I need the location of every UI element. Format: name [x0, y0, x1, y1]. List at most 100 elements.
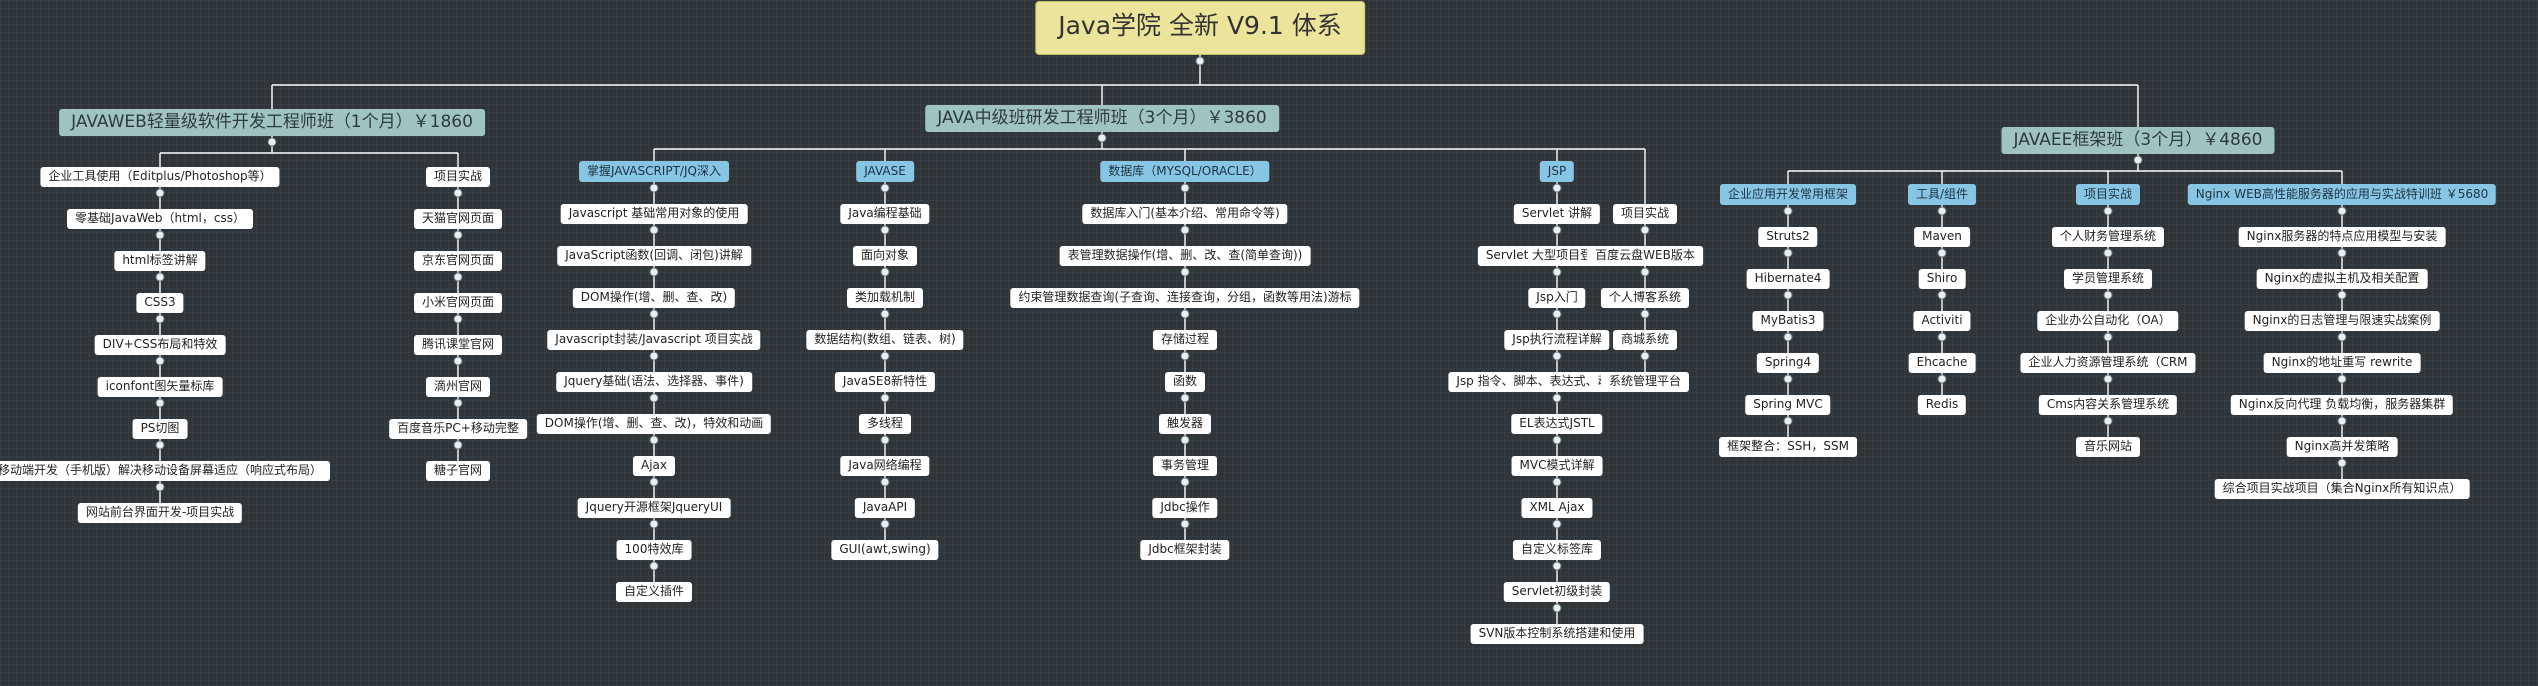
topic-item[interactable]: 系统管理平台 — [1600, 372, 1690, 392]
collapse-toggle — [1552, 393, 1562, 403]
topic-item[interactable]: Spring MVC — [1745, 395, 1831, 415]
topic-item[interactable]: Maven — [1914, 227, 1970, 247]
topic-item[interactable]: 学员管理系统 — [2063, 269, 2153, 289]
topic-item[interactable]: 框架整合：SSH，SSM — [1719, 437, 1857, 457]
topic-item[interactable]: 数据结构(数组、链表、树) — [806, 330, 964, 350]
topic-item[interactable]: 百度音乐PC+移动完整 — [389, 419, 527, 439]
module-topic[interactable]: 数据库（MYSQL/ORACLE） — [1100, 161, 1270, 182]
course-topic-3[interactable]: JAVAEE框架班（3个月）￥4860 — [2001, 127, 2275, 154]
topic-item[interactable]: Jsp执行流程详解 — [1504, 330, 1610, 350]
topic-item[interactable]: DIV+CSS布局和特效 — [94, 335, 226, 355]
topic-item[interactable]: iconfont图矢量标库 — [97, 377, 223, 397]
topic-item[interactable]: Nginx高并发策略 — [2286, 437, 2398, 457]
topic-item[interactable]: 京东官网页面 — [413, 251, 503, 271]
topic-item[interactable]: 个人财务管理系统 — [2051, 227, 2165, 247]
topic-item[interactable]: Nginx服务器的特点应用模型与安装 — [2238, 227, 2446, 247]
collapse-toggle — [2337, 332, 2347, 342]
topic-item[interactable]: Jsp入门 — [1528, 288, 1586, 308]
topic-item[interactable]: Struts2 — [1758, 227, 1818, 247]
topic-item[interactable]: PS切图 — [132, 419, 188, 439]
topic-item[interactable]: 数据库入门(基本介绍、常用命令等) — [1082, 204, 1288, 224]
topic-item[interactable]: Nginx的日志管理与限速实战案例 — [2244, 311, 2440, 331]
topic-item[interactable]: 企业办公自动化（OA） — [2037, 311, 2179, 331]
topic-item[interactable]: 存储过程 — [1152, 330, 1218, 350]
topic-item[interactable]: DOM操作(增、删、查、改)，特效和动画 — [536, 414, 772, 434]
topic-item[interactable]: 企业人力资源管理系统（CRM — [2020, 353, 2196, 373]
topic-item[interactable]: Java编程基础 — [840, 204, 930, 224]
course-topic-1[interactable]: JAVAWEB轻量级软件开发工程师班（1个月）￥1860 — [59, 109, 485, 136]
topic-item[interactable]: Redis — [1917, 395, 1967, 415]
topic-item[interactable]: Javascript 基础常用对象的使用 — [560, 204, 748, 224]
topic-item[interactable]: DOM操作(增、删、查、改) — [572, 288, 736, 308]
topic-item[interactable]: 类加载机制 — [846, 288, 924, 308]
topic-item[interactable]: 项目实战 — [425, 167, 491, 187]
topic-item[interactable]: 函数 — [1164, 372, 1206, 392]
topic-item[interactable]: html标签讲解 — [114, 251, 206, 271]
module-topic[interactable]: 掌握JAVASCRIPT/JQ深入 — [579, 161, 729, 182]
topic-item[interactable]: 个人博客系统 — [1600, 288, 1690, 308]
topic-item[interactable]: 糖子官网 — [425, 461, 491, 481]
topic-item[interactable]: 零基础JavaWeb（html，css） — [67, 209, 253, 229]
collapse-toggle — [1937, 248, 1947, 258]
topic-item[interactable]: 100特效库 — [616, 540, 692, 560]
topic-item[interactable]: Servlet初级封装 — [1503, 582, 1611, 602]
topic-item[interactable]: 滴州官网 — [425, 377, 491, 397]
topic-item[interactable]: 自定义标签库 — [1512, 540, 1602, 560]
module-topic[interactable]: 企业应用开发常用框架 — [1719, 184, 1857, 205]
topic-item[interactable]: Nginx的虚拟主机及相关配置 — [2256, 269, 2428, 289]
topic-item[interactable]: EL表达式JSTL — [1511, 414, 1603, 434]
module-topic[interactable]: 工具/组件 — [1907, 184, 1977, 205]
collapse-toggle — [1783, 290, 1793, 300]
topic-item[interactable]: Jdbc框架封装 — [1140, 540, 1230, 560]
topic-item[interactable]: Jquery开源框架JqueryUI — [577, 498, 731, 518]
topic-item[interactable]: JavaSE8新特性 — [834, 372, 936, 392]
topic-item[interactable]: 小米官网页面 — [413, 293, 503, 313]
topic-item[interactable]: 约束管理数据查询(子查询、连接查询，分组，函数等用法)游标 — [1010, 288, 1360, 308]
topic-item[interactable]: Activiti — [1913, 311, 1971, 331]
topic-item[interactable]: MyBatis3 — [1752, 311, 1824, 331]
topic-item[interactable]: Spring4 — [1756, 353, 1820, 373]
topic-item[interactable]: 商城系统 — [1612, 330, 1678, 350]
topic-item[interactable]: Servlet 讲解 — [1513, 204, 1601, 224]
topic-item[interactable]: 企业工具使用（Editplus/Photoshop等） — [40, 167, 280, 187]
topic-item[interactable]: Ehcache — [1908, 353, 1976, 373]
topic-item[interactable]: 表管理数据操作(增、删、改、查(简单查询)) — [1059, 246, 1311, 266]
topic-item[interactable]: 音乐网站 — [2075, 437, 2141, 457]
topic-item[interactable]: GUI(awt,swing) — [831, 540, 939, 560]
topic-item[interactable]: 自定义插件 — [615, 582, 693, 602]
topic-item[interactable]: Shiro — [1918, 269, 1966, 289]
topic-item[interactable]: Hibernate4 — [1746, 269, 1830, 289]
module-topic[interactable]: 项目实战 — [2075, 184, 2141, 205]
topic-item[interactable]: 面向对象 — [852, 246, 918, 266]
topic-item[interactable]: SVN版本控制系统搭建和使用 — [1470, 624, 1644, 644]
topic-item[interactable]: 天猫官网页面 — [413, 209, 503, 229]
module-topic[interactable]: Nginx WEB高性能服务器的应用与实战特训班 ￥5680 — [2187, 184, 2497, 205]
topic-item[interactable]: XML Ajax — [1521, 498, 1593, 518]
topic-item[interactable]: JavaAPI — [854, 498, 916, 518]
topic-item[interactable]: Ajax — [633, 456, 675, 476]
module-topic[interactable]: JSP — [1539, 161, 1575, 182]
topic-item[interactable]: 触发器 — [1158, 414, 1212, 434]
topic-item[interactable]: Nginx的地址重写 rewrite — [2263, 353, 2421, 373]
topic-item[interactable]: 网站前台界面开发-项目实战 — [77, 503, 243, 523]
topic-item[interactable]: Nginx反向代理 负载均衡，服务器集群 — [2230, 395, 2454, 415]
topic-item[interactable]: CSS3 — [136, 293, 184, 313]
topic-item[interactable]: 多线程 — [858, 414, 912, 434]
topic-item[interactable]: 综合项目实战项目（集合Nginx所有知识点） — [2214, 479, 2470, 499]
topic-item[interactable]: Javascript封装/Javascript 项目实战 — [547, 330, 761, 350]
topic-item[interactable]: 事务管理 — [1152, 456, 1218, 476]
topic-item[interactable]: 移动端开发（手机版）解决移动设备屏幕适应（响应式布局） — [0, 461, 331, 481]
topic-item[interactable]: Jdbc操作 — [1152, 498, 1218, 518]
topic-item[interactable]: 百度云盘WEB版本 — [1587, 246, 1703, 266]
topic-item[interactable]: MVC模式详解 — [1511, 456, 1603, 476]
module-topic[interactable]: JAVASE — [856, 161, 914, 182]
topic-item[interactable]: Java网络编程 — [840, 456, 930, 476]
topic-item[interactable]: Jquery基础(语法、选择器、事件) — [556, 372, 752, 392]
topic-item[interactable]: 项目实战 — [1612, 204, 1678, 224]
topic-item[interactable]: JavaScript函数(回调、闭包)讲解 — [557, 246, 751, 266]
topic-item[interactable]: 腾讯课堂官网 — [413, 335, 503, 355]
root-topic[interactable]: Java学院 全新 V9.1 体系 — [1035, 1, 1365, 55]
collapse-toggle — [1180, 309, 1190, 319]
course-topic-2[interactable]: JAVA中级班研发工程师班（3个月）￥3860 — [925, 105, 1279, 132]
topic-item[interactable]: Cms内容关系管理系统 — [2038, 395, 2178, 415]
